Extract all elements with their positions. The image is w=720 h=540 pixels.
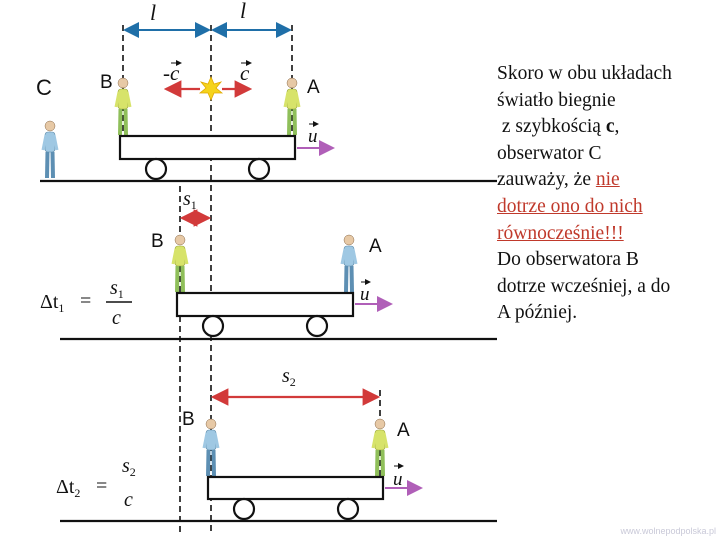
observer-a-figure-3: [371, 417, 389, 478]
text-line-7: równocześnie!!!: [497, 222, 624, 244]
text-line-2: światło biegnie: [497, 89, 616, 111]
panel-3: s2 B A u Δt2 = s2 c: [56, 365, 497, 523]
dt1-lhs: Δt1: [40, 291, 64, 315]
observer-c-label: C: [36, 75, 52, 100]
text-line-1: Skoro w obu układach: [497, 63, 672, 84]
velocity-label-2: u: [360, 284, 370, 305]
cart-wheel-1a: [144, 157, 168, 181]
dt2-numerator: s2: [122, 455, 136, 479]
explanation-text: Skoro w obu układach światło biegnie z s…: [497, 61, 719, 327]
observer-a-label-3: A: [397, 420, 410, 441]
dt1-equals: =: [80, 290, 91, 312]
dt2-lhs: Δt2: [56, 476, 80, 500]
distance-label-left: l: [150, 0, 156, 25]
dt2-equals: =: [96, 475, 107, 497]
cart-wheel-2a: [201, 314, 225, 338]
observer-b-figure-2: [171, 233, 189, 294]
speed-label-left: -c: [163, 61, 180, 85]
text-line-3: z szybkością c,: [497, 116, 620, 138]
text-line-9: dotrze wcześniej, a do: [497, 275, 671, 297]
observer-a-label-1: A: [307, 77, 320, 98]
cart-wheel-2b: [305, 314, 329, 338]
speed-label-right: c: [240, 61, 250, 85]
panel-2: s1 B A u Δt1 = s1 c: [40, 186, 497, 535]
text-line-8: Do obserwatora B: [497, 249, 639, 271]
observer-b-label-1: B: [100, 72, 113, 93]
text-line-6: dotrze ono do nich: [497, 195, 643, 217]
dt2-denominator: c: [124, 489, 133, 511]
light-flash-icon: [198, 75, 224, 102]
observer-c-figure: [41, 119, 59, 180]
text-line-4: obserwator C: [497, 142, 602, 164]
cart-body-1: [118, 134, 297, 161]
velocity-label-1: u: [308, 126, 318, 147]
cart-wheel-3a: [232, 497, 256, 521]
panel-1: l l -c c C B A u: [36, 0, 497, 535]
cart-wheel-1b: [247, 157, 271, 181]
cart-body-3: [206, 475, 385, 501]
text-line-5: zauważy, że nie: [497, 169, 620, 191]
text-line-10: A później.: [497, 302, 578, 324]
s1-label: s1: [183, 188, 197, 212]
observer-b-label-2: B: [151, 231, 164, 252]
observer-b-label-3: B: [182, 409, 195, 430]
observer-a-label-2: A: [369, 236, 382, 257]
s2-label: s2: [282, 365, 296, 389]
cart-body-2: [175, 291, 355, 318]
velocity-label-3: u: [393, 469, 403, 490]
distance-label-right: l: [240, 0, 246, 23]
dt1-numerator: s1: [110, 277, 124, 301]
observer-a-figure-2: [340, 233, 358, 294]
dt1-denominator: c: [112, 307, 121, 329]
cart-wheel-3b: [336, 497, 360, 521]
watermark: www.wolnepodpolska.pl: [620, 526, 716, 536]
